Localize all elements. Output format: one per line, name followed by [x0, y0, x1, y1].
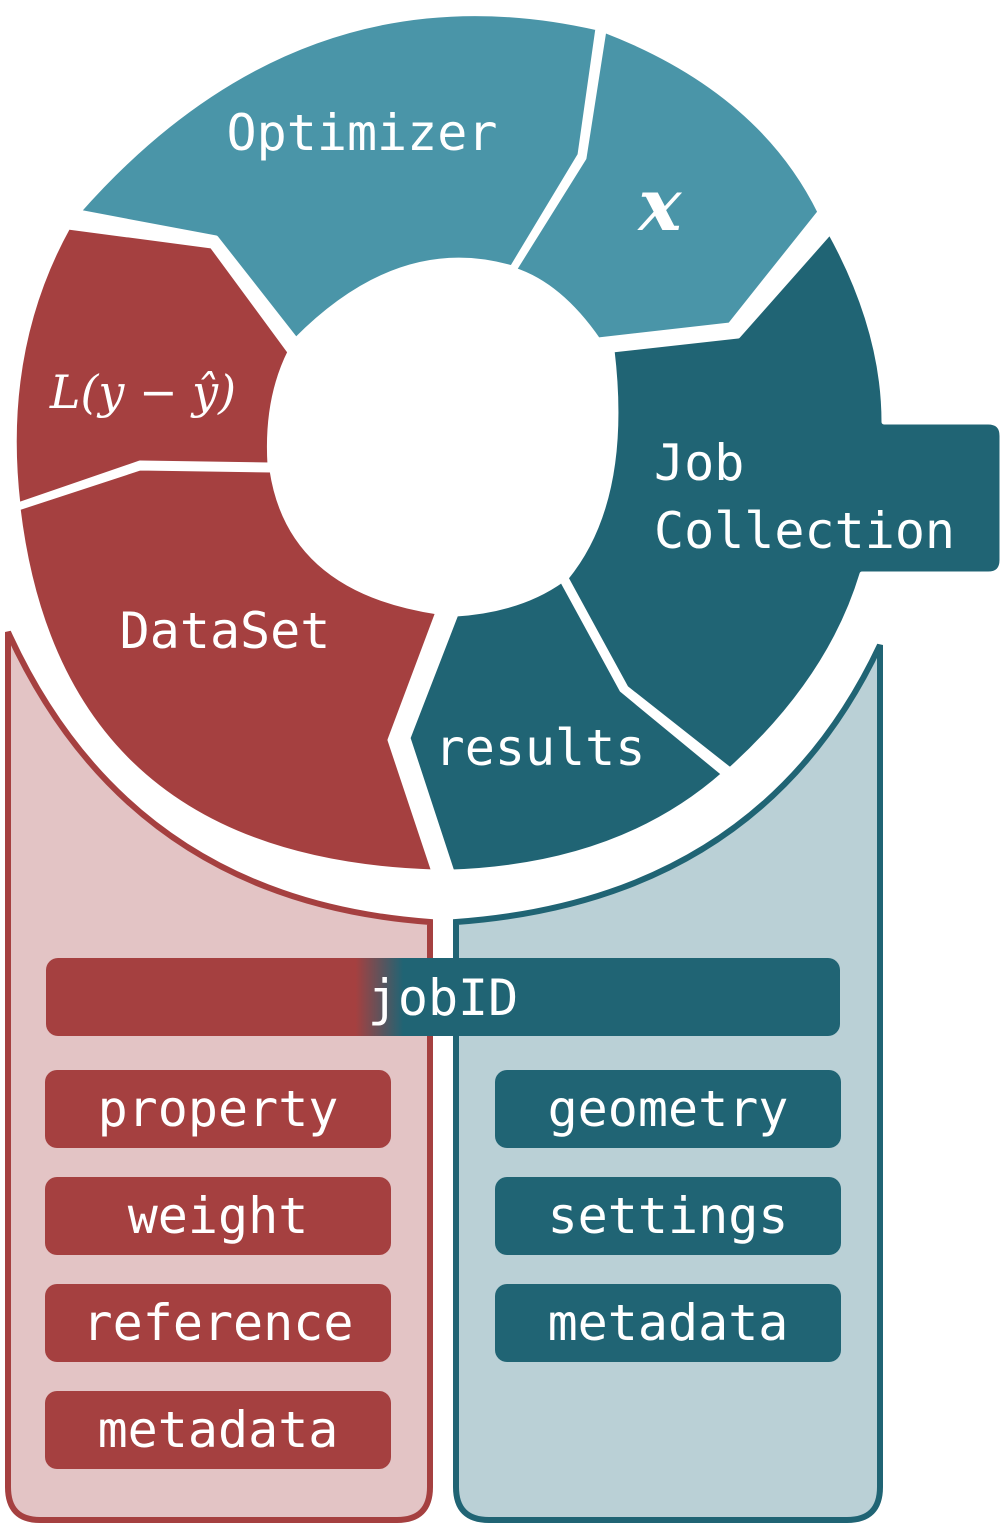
loss-function-label: L(y − ŷ): [49, 365, 236, 419]
job-field-geometry-box: [495, 1070, 841, 1148]
dataset-field-metadata: metadata: [98, 1401, 339, 1459]
optimizer-label: Optimizer: [227, 104, 498, 162]
dataset-label: DataSet: [120, 602, 331, 660]
dataset-field-weight-box: [45, 1177, 391, 1255]
jobid-label: jobID: [368, 969, 519, 1027]
ring-segment-job-collection: [563, 229, 1004, 773]
job-field-metadata: metadata: [548, 1294, 789, 1352]
job-field-settings-box: [495, 1177, 841, 1255]
dataset-field-property: property: [98, 1080, 339, 1138]
job-field-geometry: geometry: [548, 1080, 789, 1138]
ring-segment-x: [511, 27, 823, 343]
ring-segment-optimizer: [75, 11, 601, 343]
dataset-field-metadata-box: [45, 1391, 391, 1469]
dataset-field-reference-box: [45, 1284, 391, 1362]
results-label: results: [435, 719, 646, 777]
job-collection-label-line1: Job: [654, 434, 744, 492]
dataset-field-reference: reference: [83, 1294, 354, 1352]
job-field-list: geometry settings metadata: [495, 1070, 841, 1362]
x-variable-label: x: [637, 162, 683, 247]
jobid-bar: [46, 958, 840, 1036]
dataset-field-weight: weight: [128, 1187, 309, 1245]
job-field-settings: settings: [548, 1187, 789, 1245]
dataset-field-property-box: [45, 1070, 391, 1148]
ring-segment-results: [405, 577, 727, 875]
ring-segment-loss: [11, 224, 293, 508]
ring-segment-dataset: [15, 465, 441, 875]
dataset-field-list: property weight reference metadata: [45, 1070, 391, 1469]
job-field-metadata-box: [495, 1284, 841, 1362]
job-collection-label-line2: Collection: [654, 502, 955, 560]
